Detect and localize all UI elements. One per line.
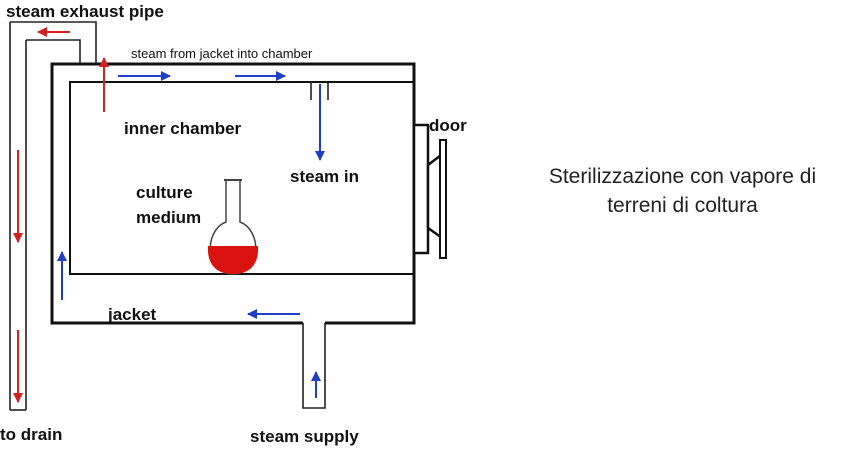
steam-supply-pipe xyxy=(302,323,326,409)
culture-flask xyxy=(207,179,259,275)
steam-inlet-nozzle xyxy=(310,82,329,100)
culture-medium-liquid xyxy=(207,246,259,274)
label-medium: medium xyxy=(136,208,201,227)
label-steam-supply: steam supply xyxy=(250,427,359,446)
caption: Sterilizzazione con vapore di terreni di… xyxy=(505,162,860,220)
label-steam-from-jacket: steam from jacket into chamber xyxy=(131,46,313,61)
label-culture: culture xyxy=(136,183,193,202)
caption-line-2: terreni di coltura xyxy=(607,194,758,217)
caption-line-1: Sterilizzazione con vapore di xyxy=(548,165,817,188)
label-jacket: jacket xyxy=(107,305,157,324)
label-inner-chamber: inner chamber xyxy=(124,119,242,138)
label-steam-exhaust-pipe: steam exhaust pipe xyxy=(6,2,164,21)
steam-exhaust-pipe xyxy=(9,21,97,410)
label-door: door xyxy=(429,116,467,135)
label-steam-in: steam in xyxy=(290,167,359,186)
label-to-drain: to drain xyxy=(0,425,62,444)
door xyxy=(412,123,447,259)
